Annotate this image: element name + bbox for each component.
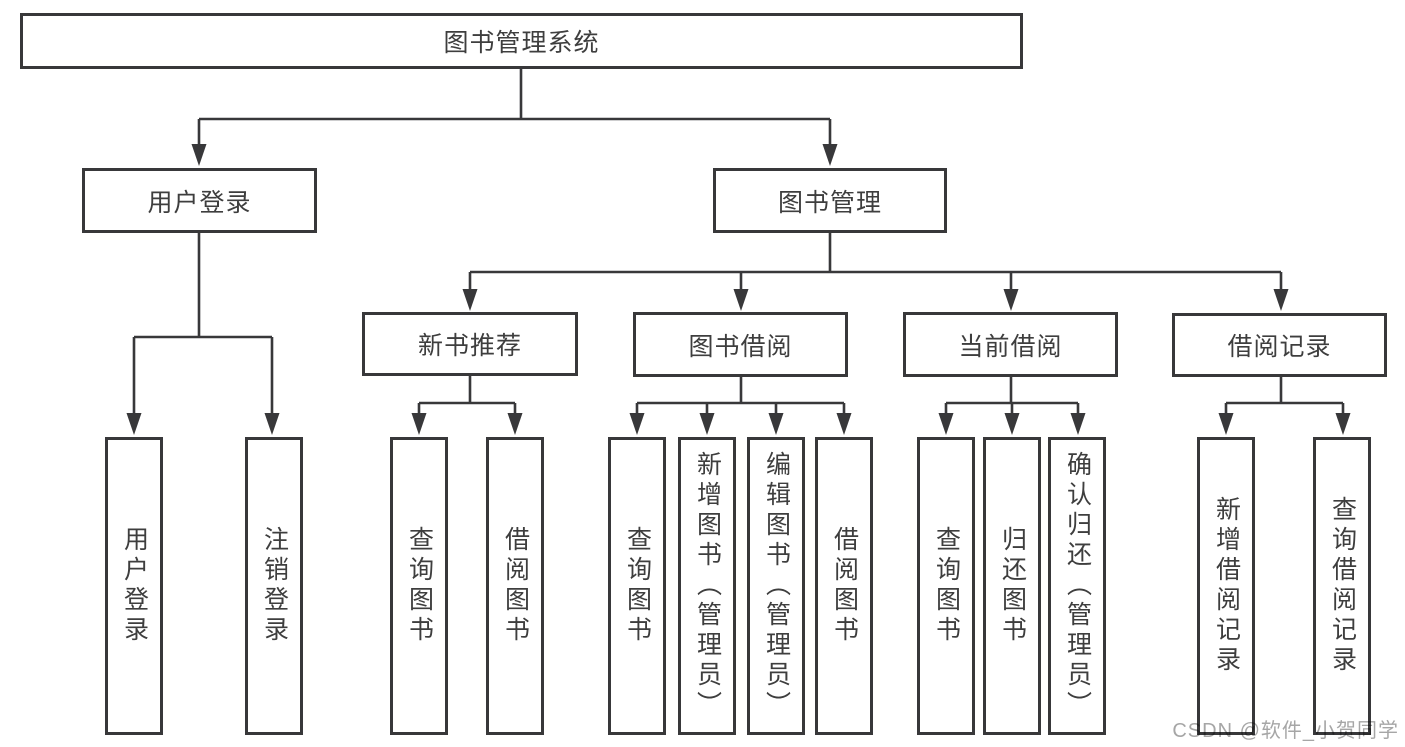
node-label: 用户登录 [147, 188, 252, 217]
leaf-add-books-admin: 新增图书（管理员） [678, 437, 736, 735]
connector-new-book-recommend [411, 374, 523, 435]
node-label: 查询图书 [932, 526, 961, 646]
leaf-borrow-query-books: 查询图书 [608, 437, 666, 735]
leaf-confirm-return-admin: 确认归还（管理员） [1048, 437, 1106, 735]
arrow-down-icon [264, 413, 280, 435]
leaf-current-query-books: 查询图书 [917, 437, 975, 735]
node-book-management: 图书管理 [713, 168, 947, 233]
node-label: 编辑图书（管理员） [762, 451, 791, 721]
node-label: 查询图书 [623, 526, 652, 646]
node-label: 图书管理 [777, 188, 882, 217]
leaf-add-borrow-record: 新增借阅记录 [1197, 437, 1255, 735]
node-label: 用户登录 [120, 526, 149, 646]
arrow-down-icon [938, 413, 954, 435]
node-label: 借阅记录 [1227, 333, 1332, 361]
arrow-down-icon [768, 413, 784, 435]
arrow-down-icon [1218, 413, 1234, 435]
leaf-return-books: 归还图书 [983, 437, 1041, 735]
node-label: 新增图书（管理员） [693, 451, 722, 721]
node-label: 归还图书 [998, 526, 1027, 646]
connector-book-management [462, 232, 1289, 311]
arrow-down-icon [1070, 413, 1086, 435]
leaf-logout: 注销登录 [245, 437, 303, 735]
node-user-login: 用户登录 [82, 168, 317, 233]
arrow-down-icon [1003, 289, 1019, 311]
node-label: 新书推荐 [417, 332, 522, 360]
node-library-management-system: 图书管理系统 [20, 13, 1023, 69]
arrow-down-icon [507, 413, 523, 435]
leaf-user-login: 用户登录 [105, 437, 163, 735]
leaf-newbook-query-books: 查询图书 [390, 437, 448, 735]
node-label: 注销登录 [260, 526, 289, 646]
arrow-down-icon [1004, 413, 1020, 435]
node-label: 当前借阅 [958, 332, 1063, 361]
connector-current-borrow [938, 374, 1086, 435]
node-borrow-records: 借阅记录 [1172, 313, 1387, 377]
leaf-borrow-books: 借阅图书 [815, 437, 873, 735]
connector-root [191, 68, 838, 166]
leaf-query-borrow-record: 查询借阅记录 [1313, 437, 1371, 735]
node-label: 图书管理系统 [443, 29, 600, 57]
connector-book-borrow [629, 374, 852, 435]
arrow-down-icon [126, 413, 142, 435]
leaf-edit-books-admin: 编辑图书（管理员） [747, 437, 805, 735]
arrow-down-icon [629, 413, 645, 435]
arrow-down-icon [733, 289, 749, 311]
connector-user-login [126, 232, 280, 435]
arrow-down-icon [699, 413, 715, 435]
node-label: 借阅图书 [830, 526, 859, 646]
arrow-down-icon [836, 413, 852, 435]
csdn-watermark: CSDN @软件_小贺同学 [1172, 720, 1399, 742]
node-label: 借阅图书 [501, 526, 530, 646]
arrow-down-icon [462, 289, 478, 311]
connector-borrow-records [1218, 375, 1351, 435]
arrow-down-icon [1273, 289, 1289, 311]
leaf-newbook-borrow-books: 借阅图书 [486, 437, 544, 735]
arrow-down-icon [411, 413, 427, 435]
arrow-down-icon [1335, 413, 1351, 435]
node-label: 确认归还（管理员） [1063, 451, 1092, 721]
arrow-down-icon [191, 144, 207, 166]
node-label: 图书借阅 [688, 332, 793, 361]
node-label: 查询借阅记录 [1328, 496, 1357, 676]
node-label: 查询图书 [405, 526, 434, 646]
node-current-borrow: 当前借阅 [903, 312, 1118, 377]
node-label: 新增借阅记录 [1212, 496, 1241, 676]
node-book-borrow: 图书借阅 [633, 312, 848, 377]
arrow-down-icon [822, 144, 838, 166]
node-new-book-recommend: 新书推荐 [362, 312, 578, 376]
